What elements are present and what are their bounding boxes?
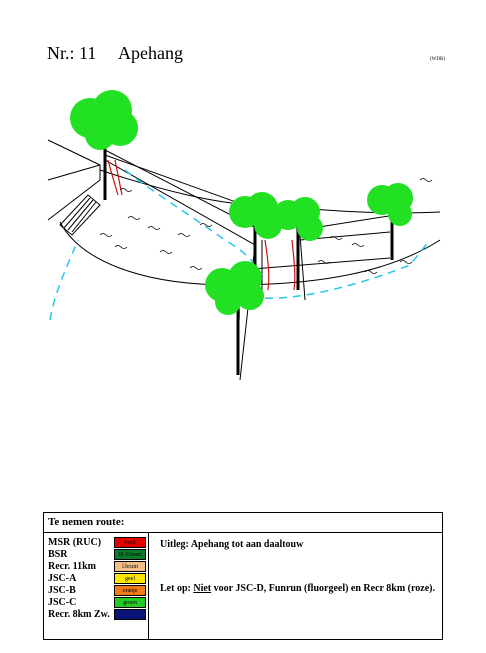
warning-underlined: Niet [193,583,212,594]
route-name: Recr. 8km Zw. [48,609,110,620]
author-code: (WDB) [430,57,445,62]
route-name: MSR (RUC) [48,537,102,548]
obstacle-sketch [47,90,441,381]
tree-left [70,90,138,200]
route-path [49,169,431,321]
color-swatch: oranje [114,585,146,596]
water-waves [99,178,433,274]
warning-prefix: Let op: [160,583,194,594]
route-name: JSC-B [48,585,76,596]
route-swatches: rood D. Groen l.bruin geel oranje groen [114,537,146,621]
route-table-title: Te nemen route: [44,513,442,533]
color-swatch [114,609,146,620]
color-swatch: l.bruin [114,561,146,572]
tree-center-right [273,197,323,290]
obstacle-title: Apehang [118,43,183,63]
explanation-text: Uitleg: Apehang tot aan daaltouw [160,539,304,550]
color-swatch: D. Groen [114,549,146,560]
tree-bottom [205,261,264,375]
wall-structure [47,139,101,236]
route-table: Te nemen route: MSR (RUC) BSR Recr. 11km… [43,512,443,640]
route-name: Recr. 11km [48,561,96,572]
warning-rest: voor JSC-D, Funrun (fluorgeel) en Recr 8… [211,583,435,594]
table-divider [148,532,149,640]
color-swatch: groen [114,597,146,608]
route-name: JSC-C [48,597,77,608]
color-swatch: rood [114,537,146,548]
red-ropes [107,159,296,321]
warning-text: Let op: Niet voor JSC-D, Funrun (fluorge… [160,583,440,595]
route-names: MSR (RUC) BSR Recr. 11km JSC-A JSC-B JSC… [48,537,110,621]
tree-right [367,183,413,260]
route-number: Nr.: 11 [47,43,97,63]
route-name: BSR [48,549,68,560]
route-name: JSC-A [48,573,77,584]
color-swatch: geel [114,573,146,584]
